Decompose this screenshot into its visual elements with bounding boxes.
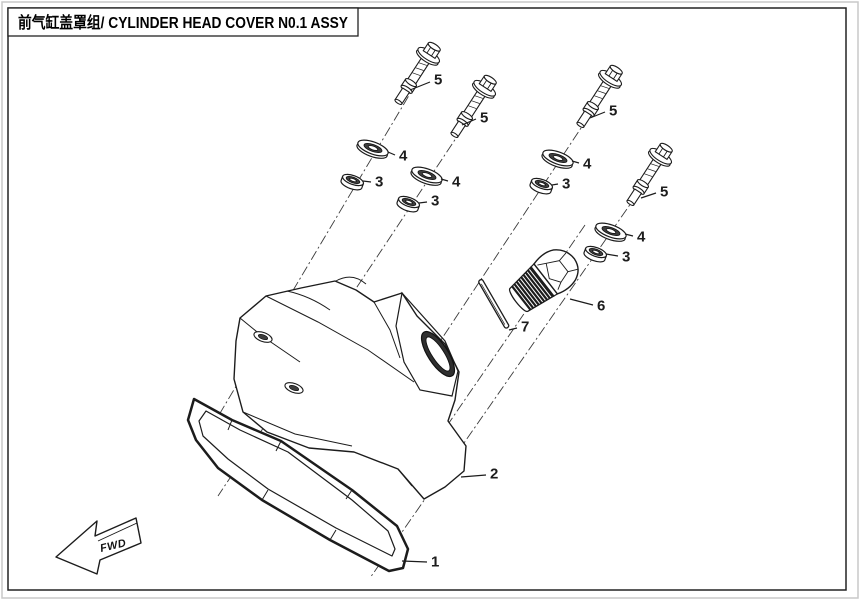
washer-part-4	[592, 219, 629, 246]
callout-label-4: 4	[399, 148, 408, 165]
callout-leader	[569, 298, 594, 306]
hardware-group	[338, 37, 679, 265]
callout-label-2: 2	[490, 466, 498, 483]
callout-label-4: 4	[452, 174, 461, 191]
page-border	[7, 7, 847, 591]
seal-part-3	[527, 175, 555, 197]
callout-label-5: 5	[609, 103, 617, 120]
fwd-arrow: FWD	[55, 517, 142, 575]
callout-leader	[589, 111, 606, 119]
callout-leader	[387, 151, 396, 156]
callout-label-5: 5	[660, 184, 668, 201]
callout-leader	[440, 178, 449, 182]
callout-leader	[418, 201, 428, 204]
callout-label-3: 3	[375, 174, 383, 191]
callout-leader	[401, 560, 428, 563]
callout-label-7: 7	[521, 319, 529, 336]
callout-leader	[605, 253, 619, 257]
callout-label-4: 4	[637, 229, 646, 246]
flange-bolt-part-5	[442, 70, 503, 144]
pin-part-7	[478, 279, 510, 329]
callout-leader	[362, 180, 372, 183]
callout-leader	[640, 192, 657, 199]
centerline	[369, 149, 669, 579]
callout-leader	[508, 327, 518, 331]
callout-label-6: 6	[597, 298, 605, 315]
page-title: 前气缸盖罩组/ CYLINDER HEAD COVER N0.1 ASSY	[18, 13, 348, 32]
callout-leader	[571, 160, 580, 164]
callout-label-3: 3	[431, 193, 439, 210]
callout-label-5: 5	[480, 110, 488, 127]
tube-opening	[420, 330, 456, 378]
callout-leader	[460, 474, 487, 478]
callout-leader	[409, 81, 431, 91]
callout-label-1: 1	[431, 554, 439, 571]
washer-part-4	[408, 163, 445, 190]
callout-label-3: 3	[622, 249, 630, 266]
cover-part-2	[233, 276, 467, 500]
fwd-label: FWD	[99, 537, 128, 555]
cap-part-6	[508, 249, 579, 313]
gasket-part-1	[186, 397, 410, 573]
washer-part-4	[539, 146, 576, 173]
callout-leader	[551, 183, 559, 186]
flange-bolt-part-5	[568, 60, 629, 134]
washer-part-4	[354, 136, 391, 163]
flange-bolt-part-5	[618, 138, 679, 212]
callout-label-4: 4	[583, 156, 592, 173]
callout-label-3: 3	[562, 176, 570, 193]
seal-part-3	[338, 171, 366, 193]
callout-leader	[624, 233, 634, 237]
seal-part-3	[581, 243, 609, 265]
title-box	[7, 7, 359, 37]
callout-label-5: 5	[434, 72, 442, 89]
callout-leader	[461, 118, 477, 126]
